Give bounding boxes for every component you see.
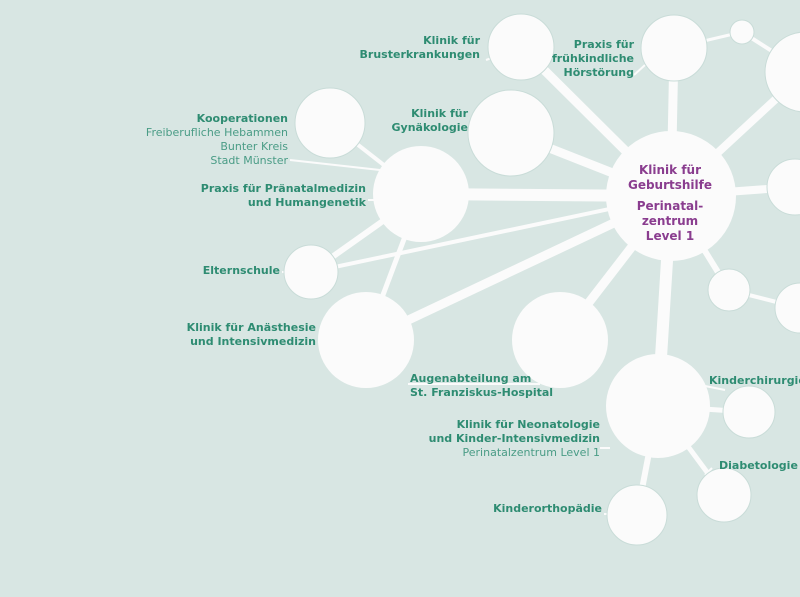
node-dot [729,19,755,45]
hub-subtitle-line-2: zentrum [641,214,699,228]
label-elternschule: Elternschule [202,264,280,277]
node-korth [606,484,668,546]
node-brust [487,13,555,81]
node-rbot [774,282,800,334]
label-diabetologie: Diabetologie [719,459,798,472]
nodes [283,13,800,546]
label-brusterkrankungen: Klinik für Brusterkrankungen [359,34,480,61]
label-neonatologie: Klinik für Neonatologie und Kinder-Inten… [428,418,600,459]
node-praen [373,146,469,242]
node-kchir [722,385,776,439]
leader-line-1 [633,64,646,76]
hub-subtitle-line-1: Perinatal- [636,199,704,213]
label-praxis-hoerstoerung: Praxis für frühkindliche Hörstörung [551,38,634,79]
node-eltern [283,244,339,300]
label-kinderchirurgie: Kinderchirurgie [709,374,800,387]
node-anae [318,292,414,388]
label-kinderorthopaedie: Kinderorthopädie [493,502,602,515]
node-hub [606,131,736,261]
label-augenabteilung: Augenabteilung am St. Franziskus-Hospita… [410,372,554,399]
node-auge [512,292,608,388]
node-koop [294,87,366,159]
hub-title-line-1: Klinik für [638,163,702,177]
leader-line-10 [704,467,713,476]
node-diab [696,467,752,523]
node-rsm [707,268,751,312]
node-topR [764,31,800,113]
hub-label: Klinik für Geburtshilfe Perinatal- zentr… [615,163,725,244]
node-rightM [766,158,800,216]
label-kooperationen: Kooperationen Freiberufliche Hebammen Bu… [145,112,288,167]
leader-line-3 [289,159,381,171]
hub-title-line-2: Geburtshilfe [627,178,713,192]
hub-subtitle-line-3: Level 1 [645,229,695,243]
leader-line-9 [704,385,726,391]
label-gynaekologie: Klinik für Gynäkologie [391,107,468,134]
label-anaesthesie: Klinik für Anästhesie und Intensivmedizi… [186,321,316,348]
node-gyn [467,89,555,177]
node-hoer [640,14,708,82]
label-praenatalmedizin: Praxis für Pränatalmedizin und Humangene… [200,182,366,209]
node-neo [606,354,710,458]
